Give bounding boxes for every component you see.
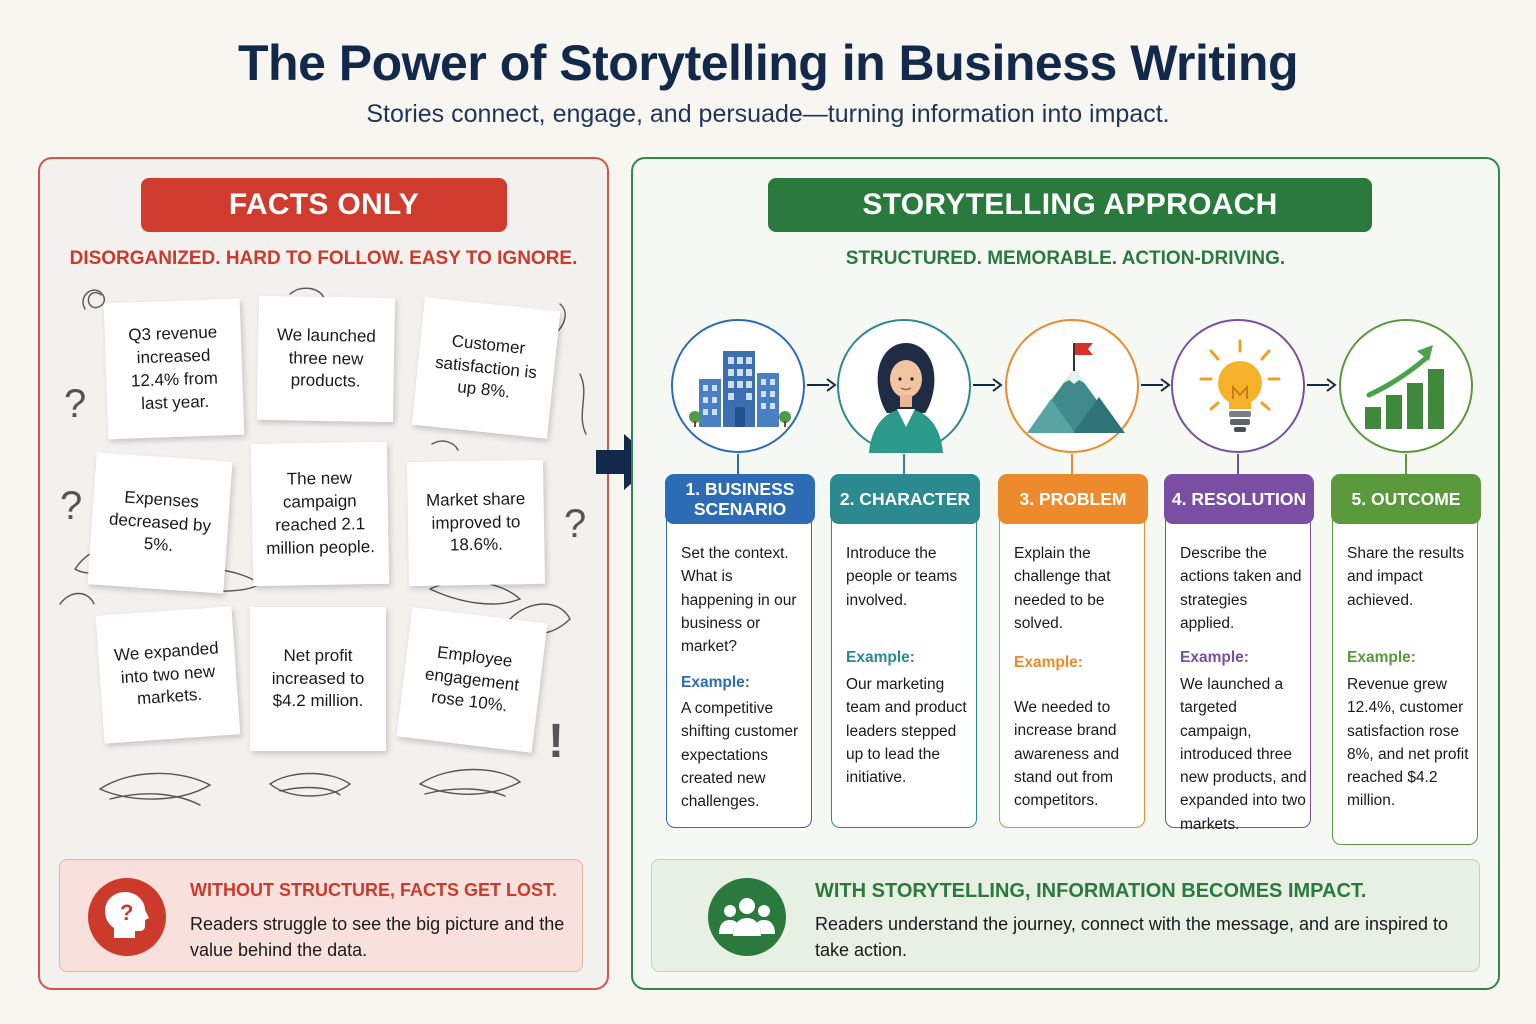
stage-5-circle [1339, 319, 1473, 453]
people-group-icon [708, 878, 786, 956]
fact-note: Expenses decreased by 5%. [87, 452, 233, 594]
page-subtitle: Stories connect, engage, and persuade—tu… [366, 100, 1170, 128]
stage-card-outcome: 5. OUTCOME Share the results and impact … [1331, 474, 1481, 845]
example-text: Our marketing team and product leaders s… [846, 676, 967, 786]
stage-card-business-scenario: 1. BUSINESS SCENARIO Set the context. Wh… [665, 474, 815, 828]
flow-arrow-icon [807, 378, 837, 392]
flow-arrow-icon [973, 378, 1003, 392]
storytelling-panel: STORYTELLING APPROACH STRUCTURED. MEMORA… [631, 157, 1500, 990]
question-mark-icon: ? [60, 484, 82, 528]
callout-heading: WITHOUT STRUCTURE, FACTS GET LOST. [190, 880, 557, 900]
fact-note: We expanded into two new markets. [95, 606, 241, 744]
stage-description: Explain the challenge that needed to be … [1014, 545, 1111, 632]
flow-arrow-icon [1141, 378, 1171, 392]
stage-title: 4. RESOLUTION [1164, 474, 1314, 524]
fact-note: We launched three new products. [256, 295, 396, 423]
facts-only-tagline: DISORGANIZED. HARD TO FOLLOW. EASY TO IG… [69, 248, 578, 269]
scribble-decorations: ? ? ? ! [59, 287, 587, 806]
lightbulb-icon [1199, 339, 1281, 432]
stage-card-resolution: 4. RESOLUTION Describe the actions taken… [1164, 474, 1314, 833]
fact-note: Net profit increased to $4.2 million. [250, 607, 386, 751]
svg-text:?: ? [120, 900, 133, 925]
connector-line [1071, 454, 1073, 474]
stage-card-character: 2. CHARACTER Introduce the people or tea… [830, 474, 980, 828]
stage-description: Introduce the people or teams involved. [846, 545, 958, 609]
fact-note: Employee engagement rose 10%. [396, 607, 548, 753]
callout-text: Readers understand the journey, connect … [815, 914, 1449, 961]
example-label: Example: [1347, 649, 1416, 666]
stage-1-circle [671, 319, 805, 453]
connector-line [1237, 454, 1239, 474]
callout-heading: WITH STORYTELLING, INFORMATION BECOMES I… [815, 880, 1367, 902]
example-label: Example: [1180, 649, 1249, 666]
example-label: Example: [846, 649, 915, 666]
example-label: Example: [1014, 654, 1083, 671]
growth-chart-icon [1365, 345, 1444, 429]
facts-only-panel: ? ? ? ! FACTS ONLY DISORGANIZED. HARD TO… [38, 157, 609, 990]
callout-text: Readers struggle to see the big picture … [190, 914, 565, 961]
storytelling-tagline: STRUCTURED. MEMORABLE. ACTION-DRIVING. [845, 248, 1286, 269]
example-text: A competitive shifting customer expectat… [681, 700, 799, 810]
fact-note: Market share improved to 18.6%. [406, 459, 546, 587]
fact-note: Customer satisfaction is up 8%. [411, 297, 561, 439]
mountain-flag-icon [1027, 343, 1125, 433]
connector-line [737, 454, 739, 474]
example-text: We needed to increase brand awareness an… [1014, 699, 1120, 809]
stage-2-circle [837, 319, 971, 453]
page-title: The Power of Storytelling in Business Wr… [237, 35, 1299, 91]
stage-description: Describe the actions taken and strategie… [1180, 545, 1302, 632]
confused-head-icon: ? [88, 878, 166, 956]
facts-only-banner: FACTS ONLY [141, 178, 507, 232]
question-mark-icon: ? [564, 502, 586, 546]
stage-3-circle [1005, 319, 1139, 453]
person-icon [869, 343, 943, 453]
fact-note: The new campaign reached 2.1 million peo… [250, 441, 390, 587]
storytelling-banner: STORYTELLING APPROACH [768, 178, 1372, 232]
storytelling-impact-callout: WITH STORYTELLING, INFORMATION BECOMES I… [651, 859, 1480, 972]
stage-title: 3. PROBLEM [998, 474, 1148, 524]
flow-arrow-icon [1307, 378, 1337, 392]
fact-note: Q3 revenue increased 12.4% from last yea… [103, 298, 245, 440]
example-text: We launched a targeted campaign, introdu… [1180, 676, 1307, 833]
office-building-icon [689, 351, 791, 427]
stage-card-problem: 3. PROBLEM Explain the challenge that ne… [998, 474, 1148, 828]
stage-title: 1. BUSINESS SCENARIO [665, 474, 815, 524]
stage-description: Share the results and impact achieved. [1347, 545, 1465, 609]
stage-4-circle [1171, 319, 1305, 453]
stage-title: 5. OUTCOME [1331, 474, 1481, 524]
connector-line [1405, 454, 1407, 474]
question-mark-icon: ? [64, 382, 86, 426]
big-right-arrow-icon [596, 434, 656, 490]
example-text: Revenue grew 12.4%, customer satisfactio… [1347, 676, 1469, 810]
stage-title: 2. CHARACTER [830, 474, 980, 524]
without-structure-callout: ? WITHOUT STRUCTURE, FACTS GET LOST. Rea… [59, 859, 583, 972]
connector-line [903, 454, 905, 474]
stage-description: Set the context. What is happening in ou… [681, 545, 797, 655]
example-label: Example: [681, 674, 750, 691]
exclamation-mark-icon: ! [548, 715, 564, 768]
